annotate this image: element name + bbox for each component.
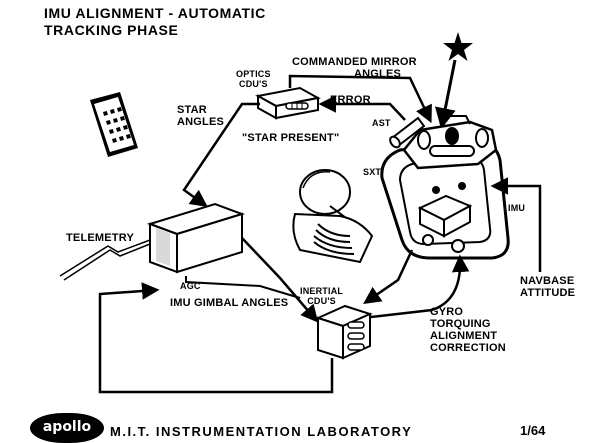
optics-cdus-label: OPTICS CDU'S (236, 69, 271, 89)
astronaut-icon (292, 169, 374, 264)
telemetry-signal-icon (59, 239, 151, 281)
agc-label: AGC (180, 281, 201, 291)
imu-to-inertial-cdu-line (363, 249, 414, 304)
agc-loop-line (185, 276, 301, 299)
star-icon (443, 32, 473, 61)
imu-gimbal-angles-label: IMU GIMBAL ANGLES (170, 297, 289, 309)
imu-stable-member-icon (380, 115, 510, 260)
dsky-keyboard-icon (90, 92, 138, 157)
sextant-telescope-icon (389, 116, 426, 149)
error-label: ERROR (330, 94, 371, 106)
star-present-label: "STAR PRESENT" (242, 132, 340, 144)
apollo-logo: apollo (30, 413, 104, 443)
figure-number: 1/64 (520, 423, 546, 438)
inertial-cdus-label: INERTIAL CDU'S (300, 286, 344, 306)
gyro-torquing-label: GYRO TORQUING ALIGNMENT CORRECTION (430, 306, 506, 354)
ast-label: AST (372, 118, 391, 128)
commanded-mirror-angles-label: COMMANDED MIRROR ANGLES (292, 56, 417, 80)
star-angles-line (182, 102, 260, 208)
telemetry-label: TELEMETRY (66, 232, 135, 244)
agc-to-inertial-cdu-line (241, 237, 319, 323)
sxt-label: SXT (363, 167, 382, 177)
star-ray-arrow (434, 59, 457, 130)
star-angles-label: STAR ANGLES (177, 104, 225, 128)
navbase-attitude-label: NAVBASE ATTITUDE (520, 275, 576, 299)
apollo-logo-text: apollo (42, 419, 92, 435)
imu-gimbal-angles-line (98, 282, 334, 394)
error-line (318, 95, 406, 121)
lab-name: M.I.T. INSTRUMENTATION LABORATORY (110, 424, 413, 439)
page-title: IMU ALIGNMENT - AUTOMATIC TRACKING PHASE (44, 5, 266, 39)
imu-label: IMU (508, 203, 526, 213)
inertial-cdu-box (315, 304, 373, 360)
gyro-torquing-line (361, 254, 470, 320)
optics-cdu-box (255, 86, 321, 120)
agc-computer-box (146, 202, 246, 274)
title-line-1: IMU ALIGNMENT - AUTOMATIC (44, 5, 266, 21)
title-line-2: TRACKING PHASE (44, 22, 179, 38)
commanded-mirror-angles-line (288, 74, 432, 124)
navbase-attitude-line (490, 177, 542, 272)
